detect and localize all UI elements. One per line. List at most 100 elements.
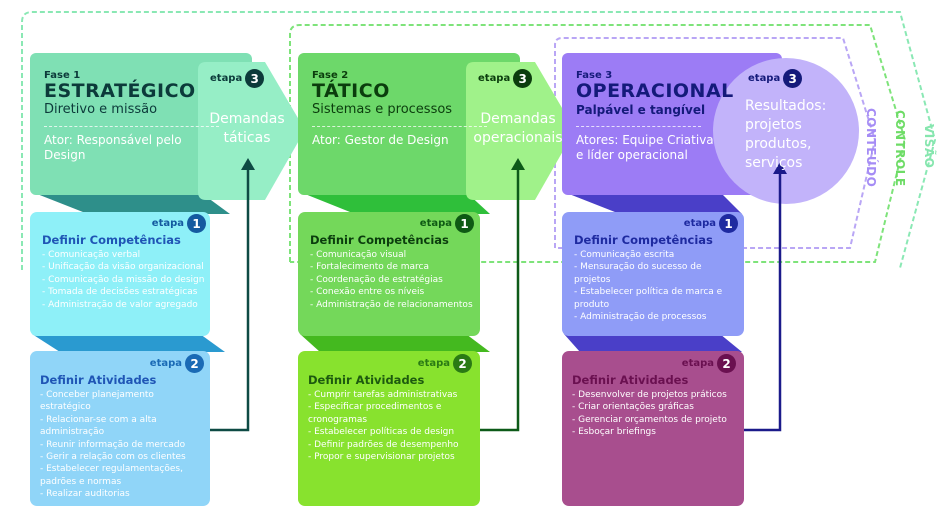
list-item: - Comunicação escrita	[574, 250, 675, 260]
connector	[32, 192, 230, 214]
controle-label: CONTROLE	[893, 110, 907, 187]
divider	[44, 126, 219, 127]
list-item: - Administração de valor agregado	[42, 299, 198, 310]
list-item: - Administração de relacionamentos	[310, 299, 473, 310]
arrow-etapa2-to-etapa3	[744, 172, 782, 432]
box-heading: Definir Atividades	[572, 373, 689, 387]
phase3-etapa2-box	[562, 351, 744, 506]
phase-number: Fase 3	[576, 70, 613, 81]
list-item: - Estabelecer política de marca e produt…	[574, 287, 723, 310]
list-item: - Mensuração do sucesso de projetos	[574, 262, 702, 285]
box-heading: Definir Competências	[42, 233, 181, 247]
etapa-number: 1	[455, 214, 474, 233]
phase-number: Fase 2	[312, 70, 349, 81]
etapa-number: 2	[453, 354, 472, 373]
box-heading: Definir Atividades	[308, 373, 425, 387]
activities-list: - Cumprir tarefas administrativas - Espe…	[308, 389, 472, 463]
activities-list: - Conceber planejamento estratégico - Re…	[40, 389, 204, 501]
etapa-number: 2	[717, 354, 736, 373]
phase-title: TÁTICO	[312, 80, 390, 102]
list-item: - Relacionar-se com a alta administração	[40, 414, 157, 438]
etapa-label: etapa	[417, 358, 450, 369]
divider	[312, 126, 487, 127]
visao-label: VISÃO	[922, 124, 936, 169]
list-item: - Especificar procedimentos e cronograma…	[308, 402, 442, 425]
list-item: - Cumprir tarefas administrativas	[308, 390, 458, 400]
list-item: - Comunicação da missão do design	[42, 274, 205, 285]
arrow-etapa2-to-etapa3	[480, 168, 520, 432]
list-item: - Coordenação de estratégias	[310, 274, 443, 285]
phase-subtitle: Sistemas e processos	[312, 102, 453, 117]
list-item: - Esboçar briefings	[572, 427, 656, 438]
list-item: - Realizar auditorias	[40, 489, 130, 500]
phase1-etapa3-text: Demandas táticas	[209, 111, 285, 146]
list-item: - Gerenciar orçamentos de projeto	[572, 414, 727, 425]
connector	[564, 334, 742, 352]
list-item: - Comunicação visual	[310, 250, 407, 260]
phase1-header: Fase 1 ESTRATÉGICO Diretivo e missão Ato…	[44, 70, 219, 163]
box-heading: Definir Competências	[310, 233, 449, 247]
visao-frame	[21, 11, 937, 270]
list-item: - Definir padrões de desempenho	[308, 439, 459, 450]
conteudo-frame	[554, 37, 877, 249]
list-item: - Conceber planejamento estratégico	[40, 390, 154, 413]
activities-list: - Desenvolver de projetos práticos - Cri…	[572, 389, 736, 439]
phase2-header: Fase 2 TÁTICO Sistemas e processos Ator:…	[312, 70, 487, 148]
phase3-etapa3-text: Resultados: projetos produtos, serviços	[745, 98, 827, 171]
arrow-etapa2-to-etapa3	[210, 168, 250, 432]
phase-actor: Atores: Equipe Criativa e líder operacio…	[576, 133, 714, 162]
connector	[300, 192, 490, 214]
etapa-number: 3	[245, 69, 265, 88]
list-item: - Administração de processos	[574, 312, 707, 323]
connector	[564, 192, 742, 214]
phase3-header: Fase 3 OPERACIONAL Palpável e tangível A…	[576, 70, 734, 163]
phase1-etapa1-box	[30, 212, 210, 336]
list-item: - Conexão entre os níveis	[310, 287, 425, 298]
list-item: - Criar orientações gráficas	[572, 402, 694, 413]
etapa-label: etapa	[478, 73, 511, 84]
arrow-head-icon	[241, 158, 255, 170]
phase2-etapa2-box	[298, 351, 480, 506]
phase1-etapa3-shape	[198, 62, 305, 200]
etapa-number: 1	[719, 214, 738, 233]
arrow-head-icon	[773, 162, 787, 174]
phase1-etapa2-box	[30, 351, 210, 506]
etapa-label: etapa	[151, 218, 184, 229]
list-item: - Tomada de decisões estratégicas	[42, 287, 198, 298]
etapa-label: etapa	[149, 358, 182, 369]
list-item: - Unificação da visão organizacional	[42, 262, 204, 273]
phase1-box	[30, 53, 252, 195]
phase-title: ESTRATÉGICO	[44, 80, 196, 102]
etapa-number: 3	[513, 69, 533, 88]
list-item: - Comunicação verbal	[42, 250, 141, 260]
etapa-label: etapa	[683, 218, 716, 229]
phase3-etapa3-circle	[713, 58, 859, 204]
etapa-label: etapa	[681, 358, 714, 369]
etapa-label: etapa	[748, 73, 781, 84]
phase-title: OPERACIONAL	[576, 80, 734, 102]
competencies-list: - Comunicação escrita - Mensuração do su…	[574, 249, 738, 323]
list-item: - Estabelecer políticas de design	[308, 427, 455, 438]
list-item: - Gerir a relação com os clientes	[40, 452, 186, 463]
etapa-number: 1	[187, 214, 206, 233]
list-item: - Fortalecimento de marca	[310, 262, 429, 273]
etapa-number: 3	[783, 69, 803, 88]
arrow-head-icon	[511, 158, 525, 170]
phase2-etapa1-box	[298, 212, 480, 336]
list-item: - Estabelecer regulamentações, padrões e…	[40, 464, 183, 487]
box-heading: Definir Atividades	[40, 373, 157, 387]
